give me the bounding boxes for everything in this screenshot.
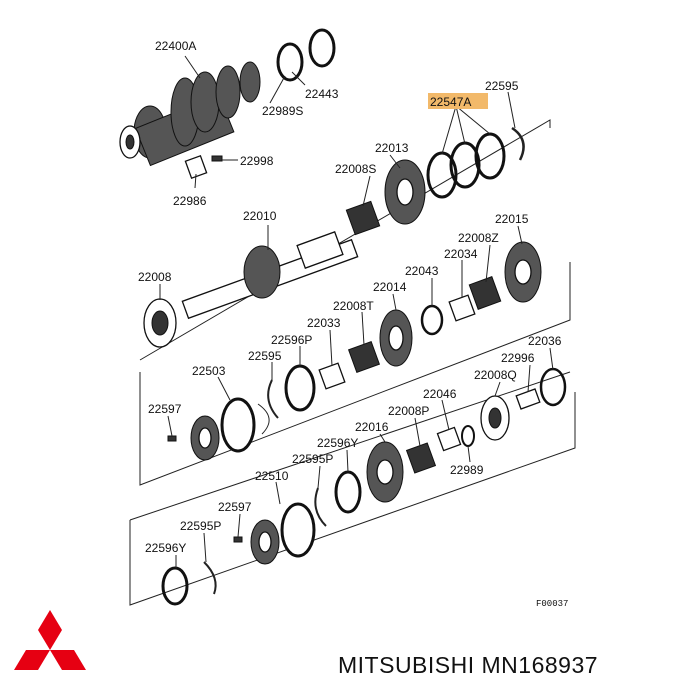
label-22595-top: 22595 <box>485 79 519 93</box>
figure-code: F00037 <box>536 599 568 609</box>
label-22015: 22015 <box>495 212 529 226</box>
label-22400A: 22400A <box>155 39 196 53</box>
label-22503: 22503 <box>192 364 226 378</box>
gear-22016 <box>366 441 404 503</box>
counter-gear-22400A <box>119 61 261 167</box>
label-22989S: 22989S <box>262 104 303 118</box>
gear-22014 <box>379 309 413 367</box>
collar-22033 <box>318 362 346 390</box>
gear-22015 <box>504 241 542 303</box>
label-22443: 22443 <box>305 87 339 101</box>
label-22034: 22034 <box>444 247 478 261</box>
label-22547A: 22547A <box>430 95 471 109</box>
label-22989: 22989 <box>450 463 484 477</box>
label-22046: 22046 <box>423 387 457 401</box>
synchronizer-rings-22547A <box>426 126 525 199</box>
label-22986: 22986 <box>173 194 207 208</box>
ring-22596P <box>284 364 316 412</box>
collar-22034 <box>448 294 476 322</box>
label-22596P: 22596P <box>271 333 312 347</box>
label-22597-low: 22597 <box>218 500 252 514</box>
label-22008Z: 22008Z <box>458 231 499 245</box>
ring-22596Y-low <box>161 566 189 606</box>
label-22008P: 22008P <box>388 404 429 418</box>
label-22510: 22510 <box>255 469 289 483</box>
synchronizer-assembly-22503 <box>190 397 270 461</box>
snap-ring-22989 <box>461 425 475 447</box>
snap-rings-22443-22989S <box>276 28 336 82</box>
key-22597-mid <box>167 435 177 442</box>
snap-ring-22595P-mid <box>314 487 327 527</box>
snap-ring-22595P-low <box>203 561 217 595</box>
label-22016: 22016 <box>355 420 389 434</box>
label-22596Y-mid: 22596Y <box>317 436 358 450</box>
label-22998: 22998 <box>240 154 274 168</box>
label-22008Q: 22008Q <box>474 368 517 382</box>
plate-22986 <box>184 154 223 180</box>
ball-bearing-22008 <box>143 298 177 348</box>
ball-bearing-22008Q <box>480 395 510 441</box>
collar-22046 <box>436 426 462 452</box>
snap-ring-22036 <box>539 367 567 407</box>
label-22036: 22036 <box>528 334 562 348</box>
highlight-22547A <box>428 93 488 109</box>
label-22013: 22013 <box>375 141 409 155</box>
spacer-22043 <box>420 304 444 336</box>
label-22014: 22014 <box>373 280 407 294</box>
label-22008T: 22008T <box>333 299 374 313</box>
label-22596Y-low: 22596Y <box>145 541 186 555</box>
leader-lines <box>159 55 554 568</box>
label-22595P-mid: 22595P <box>292 452 333 466</box>
snap-ring-22595-mid <box>267 379 279 419</box>
mitsubishi-three-diamonds-icon <box>14 610 86 670</box>
needle-bearing-22008P <box>405 442 437 474</box>
label-22008S: 22008S <box>335 162 376 176</box>
main-shaft-22010 <box>181 231 359 320</box>
needle-bearing-22008T <box>347 340 381 374</box>
label-22595-mid: 22595 <box>248 349 282 363</box>
part-caption: MITSUBISHI MN168937 <box>338 652 599 678</box>
key-22597-low <box>233 536 243 543</box>
label-22043: 22043 <box>405 264 439 278</box>
needle-bearing-22008Z <box>468 276 502 310</box>
label-22597-mid: 22597 <box>148 402 182 416</box>
part-labels: 22400A 22443 22989S 22998 22986 22547A 2… <box>138 39 568 609</box>
needle-bearing-22008S <box>345 200 381 236</box>
gear-22013 <box>384 159 426 225</box>
ring-22596Y-mid <box>334 470 362 514</box>
washer-22996 <box>515 388 541 410</box>
label-22595P-low: 22595P <box>180 519 221 533</box>
label-22996: 22996 <box>501 351 535 365</box>
synchronizer-assembly-22510 <box>250 502 316 565</box>
label-22008: 22008 <box>138 270 172 284</box>
label-22010: 22010 <box>243 209 277 223</box>
label-22033: 22033 <box>307 316 341 330</box>
